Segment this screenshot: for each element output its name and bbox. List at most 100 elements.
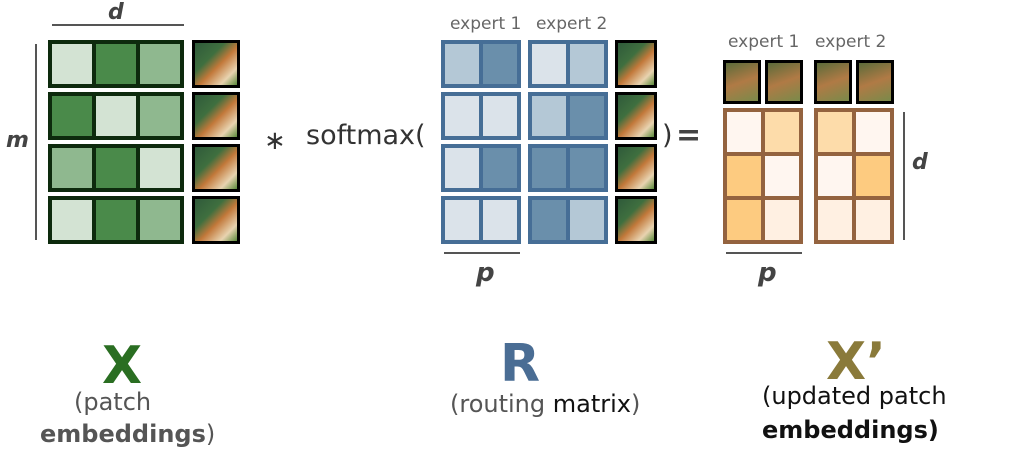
- p-arrow-r: [444, 252, 520, 254]
- matrix-cell: [532, 44, 566, 84]
- matrix-cell: [765, 112, 799, 152]
- matrix-cell: [52, 200, 92, 240]
- matrix-cell: [52, 148, 92, 188]
- output-row: [727, 156, 799, 196]
- d-label-out: d: [912, 150, 928, 175]
- matrix-cell: [727, 156, 761, 196]
- o-desc-line2: embeddings): [762, 416, 939, 444]
- matrix-cell: [570, 96, 604, 136]
- p-label-out: p: [758, 258, 777, 288]
- patch-image-3: [192, 144, 240, 192]
- matrix-cell: [52, 96, 92, 136]
- r-desc-1: (routing: [450, 390, 553, 418]
- output-row: [818, 200, 890, 240]
- expert-image-2a: [814, 60, 852, 104]
- o-expert1-label: expert 1: [728, 32, 800, 52]
- multiply-sign: ∗: [264, 126, 286, 156]
- matrix-cell: [765, 200, 799, 240]
- matrix-cell: [818, 156, 852, 196]
- d-label: d: [108, 0, 124, 25]
- matrix-cell: [140, 96, 180, 136]
- equals-sign: =: [676, 118, 702, 153]
- matrix-cell: [856, 156, 890, 196]
- matrix-cell: [727, 200, 761, 240]
- r-expert1-row: [441, 196, 521, 244]
- d-arrow-out: [903, 112, 905, 240]
- r-expert2-label: expert 2: [536, 14, 608, 34]
- x-matrix-row: [48, 144, 184, 192]
- expert-image-1a: [723, 60, 761, 104]
- matrix-cell: [483, 200, 517, 240]
- matrix-cell: [570, 148, 604, 188]
- m-label: m: [6, 128, 29, 153]
- matrix-cell: [445, 200, 479, 240]
- x-matrix-row: [48, 40, 184, 88]
- expert-image-1b: [765, 60, 803, 104]
- m-arrow: [35, 44, 37, 240]
- output-row: [818, 112, 890, 152]
- x-desc-bold: embeddings: [40, 420, 206, 448]
- r-desc: (routing matrix): [450, 390, 640, 418]
- x-desc-paren: ): [205, 420, 216, 448]
- patch-image-r1: [615, 40, 657, 88]
- matrix-cell: [445, 96, 479, 136]
- r-expert2-row: [528, 144, 608, 192]
- x-matrix-row: [48, 196, 184, 244]
- matrix-cell: [140, 148, 180, 188]
- matrix-cell: [532, 96, 566, 136]
- matrix-cell: [445, 148, 479, 188]
- r-expert2-row: [528, 40, 608, 88]
- softmax-label: softmax(: [306, 120, 426, 151]
- matrix-cell: [96, 44, 136, 84]
- r-expert1-row: [441, 144, 521, 192]
- r-expert1-row: [441, 40, 521, 88]
- o-expert2-label: expert 2: [815, 32, 887, 52]
- matrix-cell: [856, 200, 890, 240]
- matrix-cell: [140, 44, 180, 84]
- r-expert1-label: expert 1: [450, 14, 522, 34]
- d-arrow: [52, 24, 184, 26]
- expert-image-2b: [856, 60, 894, 104]
- matrix-cell: [96, 96, 136, 136]
- matrix-cell: [532, 148, 566, 188]
- matrix-cell: [96, 200, 136, 240]
- patch-image-r3: [615, 144, 657, 192]
- patch-image-r4: [615, 196, 657, 244]
- p-label-r: p: [476, 258, 495, 288]
- patch-image-4: [192, 196, 240, 244]
- r-expert1-row: [441, 92, 521, 140]
- x-desc-line1: (patch: [74, 388, 152, 416]
- patch-image-1: [192, 40, 240, 88]
- matrix-cell: [483, 96, 517, 136]
- r-desc-2: matrix: [552, 390, 631, 418]
- r-symbol: R: [500, 334, 541, 394]
- x-symbol: X: [102, 336, 143, 396]
- patch-image-r2: [615, 92, 657, 140]
- matrix-cell: [483, 148, 517, 188]
- output-row: [818, 156, 890, 196]
- matrix-cell: [818, 200, 852, 240]
- x-matrix-row: [48, 92, 184, 140]
- r-expert2-row: [528, 196, 608, 244]
- x-desc-line2: embeddings): [40, 420, 215, 448]
- matrix-cell: [570, 44, 604, 84]
- output-expert1-block: [723, 108, 803, 244]
- output-row: [727, 200, 799, 240]
- matrix-cell: [818, 112, 852, 152]
- output-expert2-block: [814, 108, 894, 244]
- matrix-cell: [96, 148, 136, 188]
- matrix-cell: [52, 44, 92, 84]
- x-prime-symbol: X’: [826, 332, 886, 392]
- matrix-cell: [856, 112, 890, 152]
- p-arrow-out: [726, 252, 802, 254]
- matrix-cell: [483, 44, 517, 84]
- r-desc-3: ): [630, 390, 641, 418]
- matrix-cell: [727, 112, 761, 152]
- output-row: [727, 112, 799, 152]
- matrix-cell: [765, 156, 799, 196]
- r-expert2-row: [528, 92, 608, 140]
- o-desc-line1: (updated patch: [762, 382, 947, 410]
- matrix-cell: [532, 200, 566, 240]
- patch-image-2: [192, 92, 240, 140]
- close-paren: ): [662, 120, 673, 151]
